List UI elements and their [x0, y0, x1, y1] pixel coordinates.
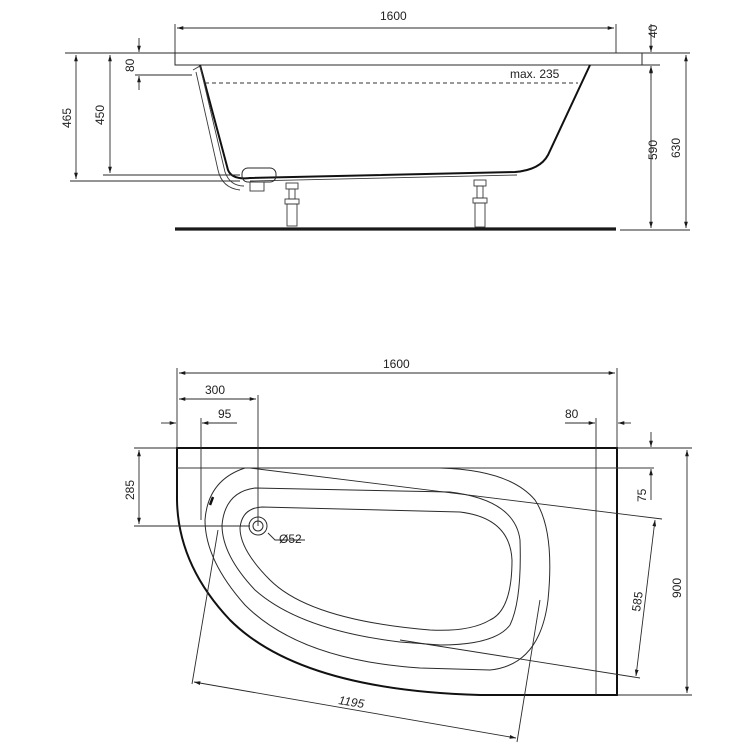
- dim-95-label: 95: [218, 407, 232, 421]
- dim-630-label: 630: [669, 138, 683, 158]
- contour-inner: [239, 506, 513, 631]
- dim-length-label: 1600: [380, 9, 407, 23]
- ext-line-skew: [191, 529, 219, 685]
- tub-body: [199, 64, 591, 180]
- overflow-slot: [208, 496, 215, 506]
- top-view: Ø52 1600 300 95 80 285 75 900: [123, 357, 692, 743]
- dim-450-label: 450: [93, 105, 107, 125]
- dim-585: [634, 519, 657, 677]
- tub-bottom-inner: [249, 174, 518, 182]
- waste-trap: [241, 167, 277, 183]
- side-view: max. 235 1600 40: [60, 9, 690, 231]
- dim-75-label: 75: [635, 488, 649, 502]
- dim-1195: [193, 681, 517, 739]
- dim-top-length-label: 1600: [383, 357, 410, 371]
- waste-pipe: [192, 65, 245, 191]
- dim-465-label: 465: [60, 108, 74, 128]
- tub-leg-right: [472, 179, 488, 228]
- dim-285-label: 285: [123, 480, 137, 500]
- dim-80-label: 80: [565, 407, 579, 421]
- waste-outlet: [249, 181, 265, 192]
- dim-585-label: 585: [629, 590, 646, 612]
- contour-mid: [221, 487, 521, 646]
- drain-leader: [267, 532, 305, 541]
- max-water-label: max. 235: [510, 67, 560, 81]
- ext-line-skew: [399, 639, 641, 679]
- tub-outline: [176, 447, 618, 696]
- dim-900-label: 900: [670, 578, 684, 598]
- dim-overflow-label: 80: [123, 58, 137, 72]
- dim-590-label: 590: [646, 140, 660, 160]
- dim-1195-label: 1195: [338, 693, 366, 711]
- tub-rim: [174, 52, 643, 66]
- ext-line-skew: [516, 599, 541, 743]
- dim-rim-label: 40: [646, 24, 660, 38]
- drain-diameter-label: Ø52: [279, 532, 302, 546]
- ext-line-skew: [249, 467, 663, 520]
- tub-leg-left: [284, 182, 300, 227]
- dim-300-label: 300: [205, 383, 225, 397]
- contour-outer: [204, 467, 551, 671]
